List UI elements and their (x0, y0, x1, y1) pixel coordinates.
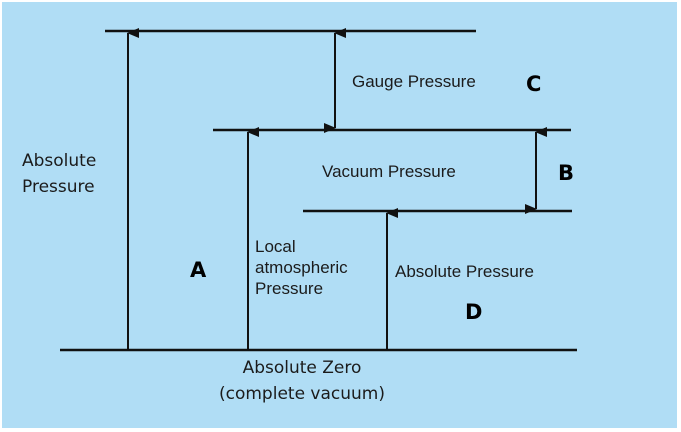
local-atm-line2: atmospheric (255, 258, 348, 277)
letter-a: A (190, 258, 207, 282)
absolute-pressure-left-line2: Pressure (22, 177, 95, 197)
absolute-zero-line1: Absolute Zero (242, 358, 362, 378)
letter-b: B (558, 161, 575, 185)
letter-d: D (465, 300, 483, 324)
local-atm-line1: Local (255, 237, 296, 256)
diagram-canvas: Absolute Pressure Gauge Pressure C Vacuu… (2, 2, 677, 428)
absolute-zero-label: Absolute Zero (complete vacuum) (182, 355, 422, 407)
absolute-zero-line2: (complete vacuum) (218, 384, 385, 404)
local-atmospheric-label: Local atmospheric Pressure (255, 236, 348, 299)
absolute-pressure-right-label: Absolute Pressure (395, 262, 534, 281)
diagram-svg (60, 28, 577, 352)
letter-c: C (526, 72, 542, 96)
gauge-pressure-label: Gauge Pressure (352, 72, 476, 91)
vacuum-pressure-label: Vacuum Pressure (322, 162, 456, 181)
local-atm-line3: Pressure (255, 279, 324, 298)
absolute-pressure-left-line1: Absolute (22, 151, 97, 171)
absolute-pressure-left-label: Absolute Pressure (22, 148, 96, 200)
